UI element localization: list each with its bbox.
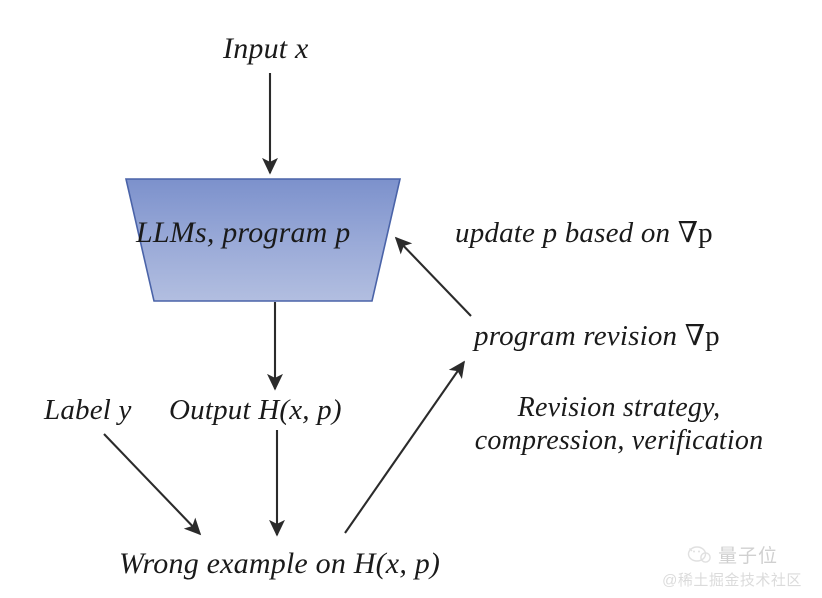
- label-revision-strategy-line2: compression, verification: [474, 425, 764, 457]
- label-update-text: update p based on: [455, 217, 678, 249]
- label-output-h: Output H(x, p): [169, 394, 342, 426]
- label-program-revision: program revision ∇p: [474, 320, 720, 352]
- label-update-p: update p based on ∇p: [455, 217, 713, 249]
- label-wrong-example: Wrong example on H(x, p): [119, 547, 441, 580]
- label-revision-strategy: Revision strategy, compression, verifica…: [424, 392, 814, 457]
- arrow-wrong-to-revision: [344, 360, 465, 534]
- process-box-shape: [124, 178, 402, 302]
- process-box-label: LLMs, program p: [136, 216, 351, 249]
- nabla-p-symbol-update: ∇p: [677, 217, 713, 249]
- label-label-y: Label y: [44, 394, 132, 426]
- label-input-x: Input x: [223, 32, 309, 65]
- label-program-revision-text: program revision: [474, 320, 685, 352]
- arrow-revision-to-box: [394, 236, 472, 317]
- arrow-label-to-wrong: [103, 433, 202, 536]
- label-revision-strategy-line1: Revision strategy,: [517, 392, 721, 423]
- nabla-p-symbol-revision: ∇p: [684, 320, 720, 352]
